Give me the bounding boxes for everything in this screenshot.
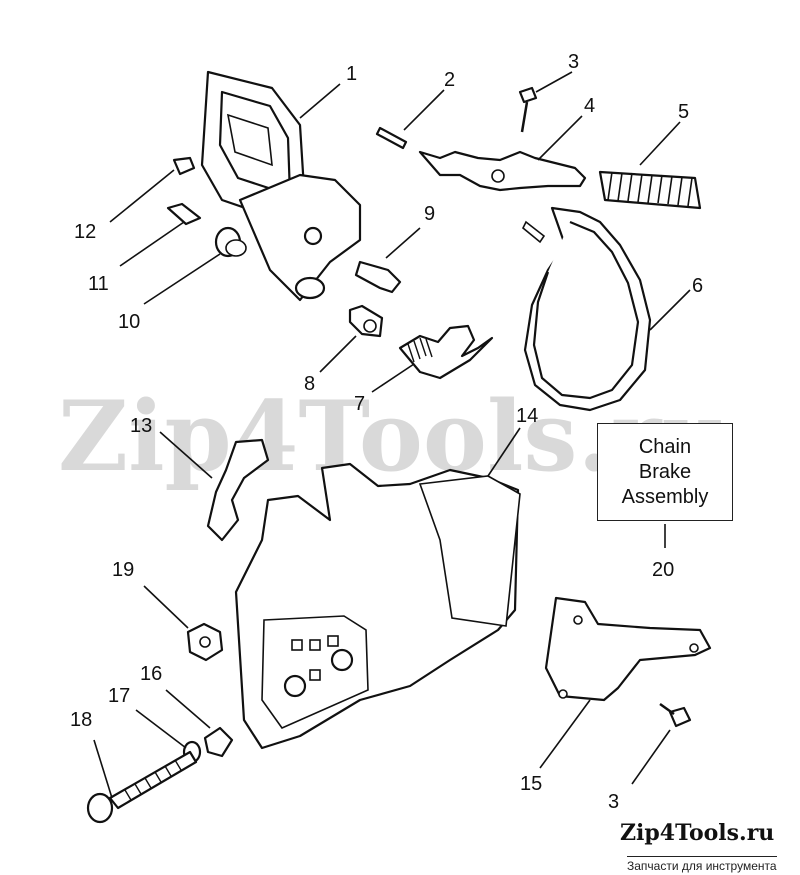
pin-part xyxy=(375,126,408,150)
callout-13: 13 xyxy=(130,415,152,437)
side-plate-part xyxy=(544,596,712,702)
brake-lever-part xyxy=(418,150,587,192)
callout-7: 7 xyxy=(354,393,365,415)
callout-12: 12 xyxy=(74,221,96,243)
callout-8: 8 xyxy=(304,373,315,395)
callout-16: 16 xyxy=(140,663,162,685)
callout-19: 19 xyxy=(112,559,134,581)
brand-logo-text: Zip4Tools.ru xyxy=(620,820,775,846)
long-bolt-part xyxy=(86,750,198,824)
hand-guard-part xyxy=(200,70,362,302)
callout-3-top: 3 xyxy=(568,51,579,73)
callout-4: 4 xyxy=(584,95,595,117)
bracket-part xyxy=(206,438,270,542)
chain-brake-cover-part xyxy=(234,462,521,750)
callout-18: 18 xyxy=(70,709,92,731)
callout-numbers: 1 2 3 4 5 6 7 8 9 10 11 12 13 14 15 16 1… xyxy=(70,51,703,813)
stop-part xyxy=(203,726,234,758)
callout-3-bottom: 3 xyxy=(608,791,619,813)
callout-2: 2 xyxy=(444,69,455,91)
callout-6: 6 xyxy=(692,275,703,297)
brake-band-part xyxy=(521,206,652,412)
clip-part xyxy=(172,156,196,176)
pivot-part xyxy=(348,304,384,338)
bolt-part-9 xyxy=(354,260,402,294)
bushing-part xyxy=(214,226,247,258)
callout-1: 1 xyxy=(346,63,357,85)
callout-14: 14 xyxy=(516,405,538,427)
callout-20: 20 xyxy=(652,559,674,581)
callout-17: 17 xyxy=(108,685,130,707)
callout-15: 15 xyxy=(520,773,542,795)
screw-part-top xyxy=(518,86,538,133)
assembly-label-line-1: Chain xyxy=(638,435,692,458)
nut-part xyxy=(186,622,224,662)
spring-part xyxy=(598,170,702,210)
callout-11: 11 xyxy=(88,273,109,295)
screw-part-11 xyxy=(166,202,202,226)
torsion-spring-part xyxy=(398,324,494,380)
brand-tagline: Запчасти для инструмента xyxy=(627,856,777,873)
callout-9: 9 xyxy=(424,203,435,225)
assembly-label-box: Chain Brake Assembly xyxy=(597,423,733,521)
callout-5: 5 xyxy=(678,101,689,123)
callout-10: 10 xyxy=(118,311,140,333)
leader-lines xyxy=(93,71,691,799)
assembly-label-line-3: Assembly xyxy=(621,485,709,508)
assembly-label-line-2: Brake xyxy=(638,460,692,483)
screw-part-bottom xyxy=(659,702,692,728)
